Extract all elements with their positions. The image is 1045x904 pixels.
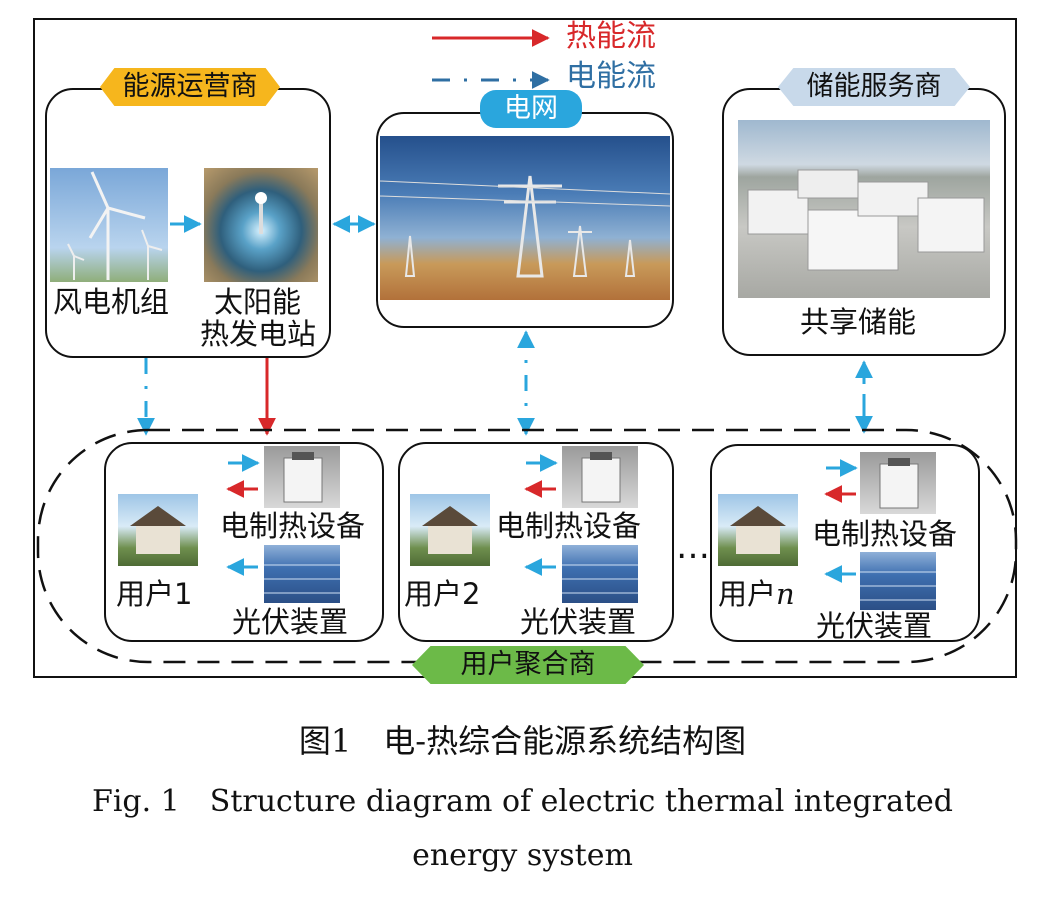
user-n-pv-label: 光伏装置 [816, 609, 933, 643]
user-1-heater-label: 电制热设备 [220, 509, 366, 543]
house-icon [730, 506, 786, 554]
user-1-pv-label: 光伏装置 [232, 605, 349, 639]
solar-tower-icon [255, 192, 267, 234]
solar-panel-icon [860, 571, 936, 601]
legend-electric-label: 电能流 [566, 59, 656, 94]
caption-english-line2: energy system [412, 838, 633, 873]
battery-container-icon [747, 169, 985, 271]
legend-heat-label: 热能流 [566, 19, 656, 54]
wind-label: 风电机组 [53, 285, 170, 319]
grid-title: 电网 [480, 90, 582, 128]
caption-english-line1: Fig. 1 Structure diagram of electric the… [92, 784, 953, 819]
electric-heater-icon [581, 452, 621, 503]
user-2-pv-label: 光伏装置 [520, 605, 637, 639]
user-n-heater-label: 电制热设备 [812, 517, 958, 551]
solar-thermal-station-image [204, 168, 318, 282]
user-1-house-image [118, 494, 198, 566]
user-2-heater-label: 电制热设备 [496, 509, 642, 543]
electric-heater-icon [879, 458, 919, 509]
user-1-heater-image [264, 446, 340, 508]
caption-chinese: 图1 电-热综合能源系统结构图 [298, 722, 747, 760]
user-n-box [710, 444, 980, 642]
user-n-label-suffix: n [776, 577, 795, 611]
wind-turbine-image [50, 168, 168, 282]
wind-turbine-icon [67, 171, 163, 280]
electric-heater-icon [283, 452, 323, 503]
operator-title: 能源运营商 [100, 68, 280, 106]
user-2-box [398, 442, 674, 642]
aggregator-boundary [36, 428, 1018, 664]
solar-label-line1: 太阳能 [214, 285, 302, 319]
user-1-label: 用户1 [116, 577, 193, 611]
user-2-label: 用户2 [404, 577, 481, 611]
solar-panel-icon [264, 564, 340, 594]
transmission-tower-icon [380, 175, 670, 278]
house-icon [422, 506, 478, 554]
solar-panel-icon [562, 564, 638, 594]
aggregator-title: 用户聚合商 [412, 646, 644, 684]
storage-title: 储能服务商 [778, 68, 970, 106]
user-2-heater-image [562, 446, 638, 508]
storage-label: 共享储能 [800, 305, 917, 339]
user-n-label: 用户n [718, 577, 795, 611]
user-n-heater-image [860, 452, 936, 514]
solar-label-line2: 热发电站 [200, 317, 317, 351]
shared-storage-image [738, 120, 990, 298]
user-2-pv-image [562, 545, 638, 603]
power-grid-image [380, 136, 670, 300]
user-2-house-image [410, 494, 490, 566]
user-1-pv-image [264, 545, 340, 603]
user-n-pv-image [860, 552, 936, 610]
house-icon [130, 506, 186, 554]
user-n-house-image [718, 494, 798, 566]
users-ellipsis: … [676, 527, 710, 567]
user-n-label-prefix: 用户 [718, 577, 777, 611]
user-1-box [104, 442, 384, 642]
